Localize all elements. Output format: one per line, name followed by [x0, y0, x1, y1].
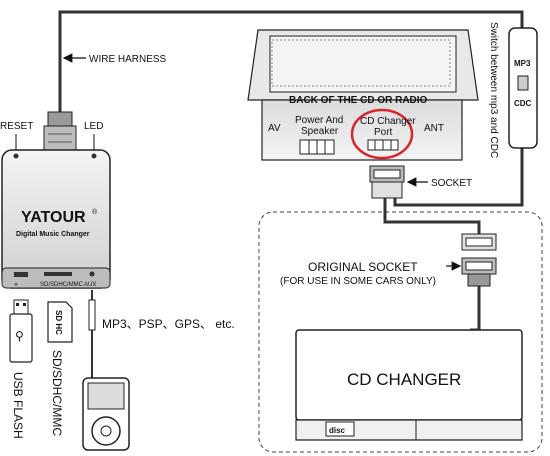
- switch-cdc-label: CDC: [514, 99, 532, 108]
- brand-subtitle: Digital Music Changer: [16, 231, 90, 238]
- reset-label: RESET: [0, 121, 33, 132]
- wire-harness-cable: [58, 10, 524, 112]
- port-sd-label: SD/SDHC/MMC: [40, 282, 84, 288]
- ant-label: ANT: [424, 123, 444, 134]
- power-speaker-label-1: Power And: [295, 115, 343, 126]
- switch-to-socket-cable: [393, 148, 524, 207]
- yatour-device: [1, 149, 111, 289]
- cd-changer-port: [367, 139, 399, 151]
- sd-card-label: SD/SDHC/MMC: [50, 350, 64, 436]
- usb-flash-drive: ⚲: [9, 299, 33, 363]
- led-label: LED: [84, 121, 103, 132]
- socket-to-original-cable: [383, 198, 481, 234]
- usb-port: [14, 272, 28, 277]
- socket-connector: [369, 165, 405, 199]
- av-label: AV: [268, 123, 281, 134]
- original-socket-label: ORIGINAL SOCKET: [308, 260, 418, 274]
- sd-card: [47, 301, 73, 343]
- sd-card-logo: SD HC: [54, 310, 63, 335]
- switch-mp3-label: MP3: [514, 59, 531, 68]
- harness-connector: [43, 111, 77, 151]
- original-socket-to-changer-cable: [470, 286, 481, 332]
- wire-harness-label: WIRE HARNESS: [89, 54, 167, 65]
- cd-changer-port-label-2: Port: [374, 127, 393, 138]
- back-of-radio-label: BACK OF THE CD OR RADIO: [289, 95, 428, 106]
- radio-back-panel: [247, 29, 479, 161]
- original-socket-connector: [461, 233, 497, 287]
- port-aux-label: AUX: [84, 282, 96, 288]
- original-socket-note: (FOR USE IN SOME CARS ONLY): [280, 276, 436, 287]
- aux-devices-label: MP3、PSP、GPS、 etc.: [102, 317, 235, 331]
- usb-flash-label: USB FLASH: [11, 372, 25, 439]
- power-speaker-label-2: Speaker: [301, 126, 339, 137]
- aux-jack: [89, 271, 95, 277]
- cd-changer-port-label-1: CD Changer: [360, 116, 416, 127]
- svg-text:⚲: ⚲: [15, 329, 24, 343]
- brand-logo: YATOUR: [21, 209, 86, 226]
- port-usb-label: ⟡: [14, 282, 18, 288]
- switch-description: Switch between mp3 and CDC: [488, 22, 499, 158]
- brand-registered: ®: [92, 208, 98, 216]
- aux-plug: [88, 299, 96, 331]
- cd-changer-unit: [295, 329, 523, 441]
- cd-changer-port-highlight: [350, 108, 414, 160]
- mp3-player: [82, 377, 130, 451]
- cd-changer-title: CD CHANGER: [347, 370, 461, 389]
- disc-logo: disc: [329, 426, 346, 435]
- mp3-cdc-switch: [508, 27, 538, 149]
- sd-slot: [44, 272, 72, 276]
- socket-label: SOCKET: [431, 178, 472, 189]
- cd-changer-dashed-area: [258, 211, 543, 453]
- power-speaker-port: [299, 139, 335, 155]
